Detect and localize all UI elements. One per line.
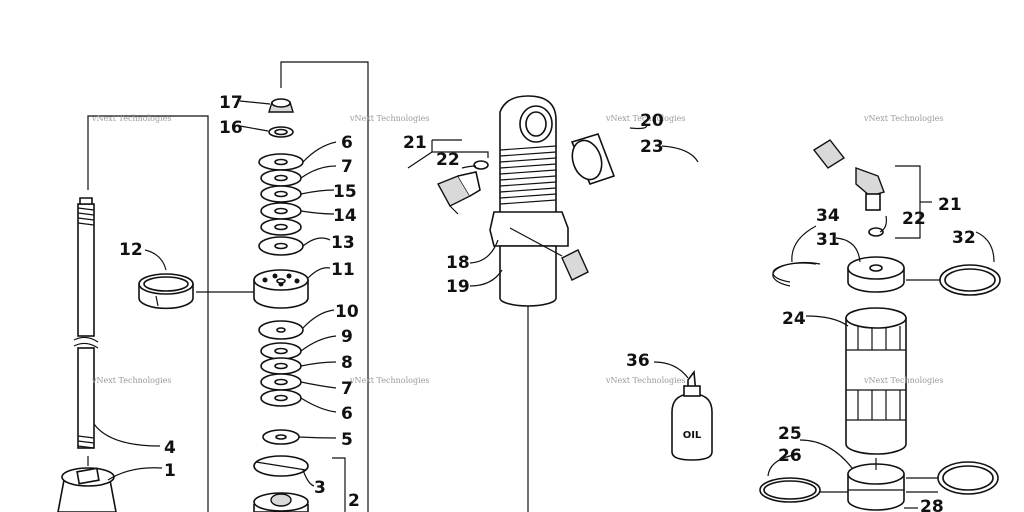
o-ring-part [939,264,1001,296]
bracket-21-right [895,165,932,239]
callout-9: 9 [341,327,353,347]
floating-piston-part [847,458,905,511]
left-bracket-lines [87,61,369,512]
left-leader-lines [93,100,337,487]
oil-label: OIL [683,430,702,441]
callout-21: 21 [403,133,427,153]
center-leader-lines [461,123,699,287]
callout-6b: 6 [341,404,353,424]
fitting-right-part [855,167,885,237]
watermark-text: vNext Technologies [91,114,171,123]
watermark-text: vNext Technologies [91,376,171,385]
callout-20: 20 [640,111,664,131]
base-part [253,492,309,512]
shaft-part [73,197,99,449]
callout-19: 19 [446,277,470,297]
callout-13: 13 [331,233,355,253]
watermark-text: vNext Technologies [605,376,685,385]
reservoir-part [845,307,907,455]
callout-26: 26 [778,446,802,466]
callout-14: 14 [333,206,357,226]
right-leader-lines [767,215,995,509]
callouts: 17 16 6 7 15 14 13 11 12 10 9 8 7 6 5 4 … [119,93,976,512]
callout-34: 34 [816,206,840,226]
callout-23: 23 [640,137,664,157]
callout-7b: 7 [341,379,353,399]
callout-22: 22 [436,150,460,170]
fitting-left-part [437,160,489,215]
watermark-text: vNext Technologies [863,114,943,123]
callout-4: 4 [164,438,176,458]
watermark-text: vNext Technologies [605,114,685,123]
o-ring-lower-part [937,461,999,495]
callout-11: 11 [331,260,355,280]
callout-22-right: 22 [902,209,926,229]
eyelet-part [57,456,117,512]
watermark-text: vNext Technologies [349,114,429,123]
callout-1: 1 [164,461,176,481]
watermark-text: vNext Technologies [863,376,943,385]
callout-10: 10 [335,302,359,322]
hose-part [509,123,846,287]
callout-15: 15 [333,182,357,202]
shim-stack-upper [258,153,304,256]
oil-bottle-part: OIL [653,361,713,461]
callout-18: 18 [446,253,470,273]
shim-stack-lower [258,320,304,445]
sleeve-part [570,133,616,185]
watermark-text: vNext Technologies [349,376,429,385]
callout-28: 28 [920,497,944,512]
shock-body-part [489,95,569,512]
cap-part [253,455,309,477]
piston-ring-part [759,477,821,503]
callout-24: 24 [782,309,806,329]
snap-ring-part [772,261,821,287]
callout-6: 6 [341,133,353,153]
callout-32: 32 [952,228,976,248]
callout-5: 5 [341,430,353,450]
callout-17: 17 [219,93,243,113]
callout-3: 3 [314,478,326,498]
callout-7: 7 [341,157,353,177]
piston-part [253,269,309,309]
callout-2: 2 [348,491,360,511]
reservoir-cap-part [847,256,905,293]
bracket-21-left [407,139,489,169]
callout-8: 8 [341,353,353,373]
watermarks: vNext Technologies vNext Technologies vN… [91,114,943,385]
callout-12: 12 [119,240,143,260]
nut-part [268,98,294,113]
washer-part [268,126,294,138]
callout-25: 25 [778,424,802,444]
callout-31: 31 [816,230,840,250]
callout-16: 16 [219,118,243,138]
callout-21-right: 21 [938,195,962,215]
callout-36: 36 [626,351,650,371]
ring-part [138,273,194,310]
